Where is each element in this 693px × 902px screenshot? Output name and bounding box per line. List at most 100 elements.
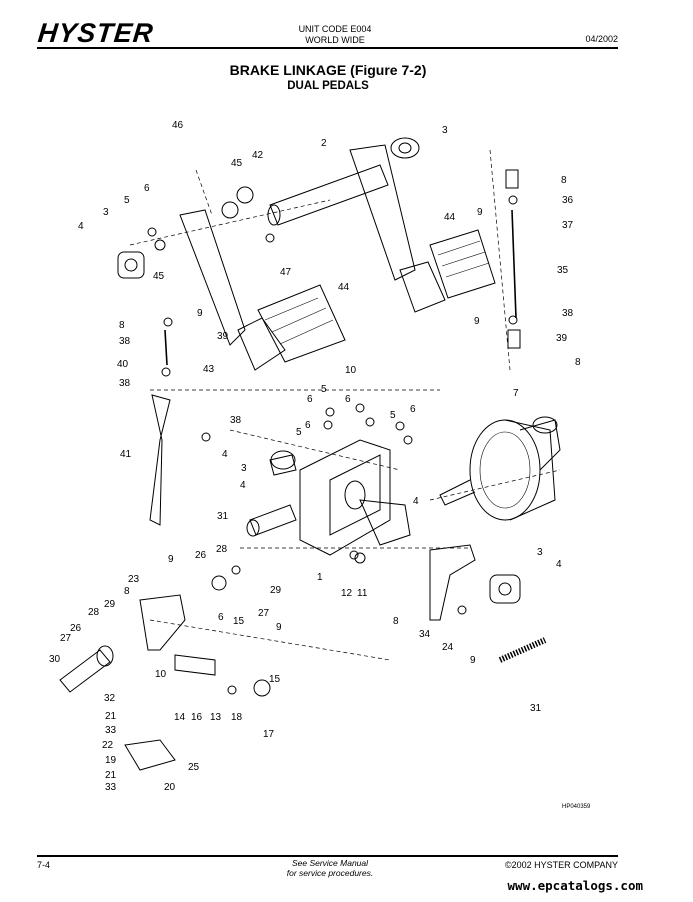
callout-label: 8 [119,320,125,331]
figure-reference: HP040359 [562,804,591,810]
callout-label: 15 [269,674,281,685]
callout-label: 32 [104,693,116,704]
callout-label: 28 [88,607,100,618]
header-unit-code: UNIT CODE E004 WORLD WIDE [270,24,400,46]
callout-label: 6 [144,183,150,194]
callout-label: 1 [317,572,323,583]
callout-label: 43 [203,364,215,375]
header-divider [37,47,618,49]
callout-label: 6 [218,612,224,623]
page-number: 7-4 [37,860,51,870]
callout-label: 14 [174,712,186,723]
plate-13 [174,654,216,676]
callout-label: 31 [217,511,229,522]
callout-label: 17 [263,729,275,740]
cross-shaft-2 [267,137,420,226]
callout-label: 29 [270,585,282,596]
rod-41 [149,394,171,526]
callout-label: 44 [444,212,456,223]
callout-label: 21 [105,770,117,781]
callout-label: 27 [258,608,270,619]
callout-label: 2 [321,138,327,149]
callout-label: 11 [357,588,368,599]
callout-label: 38 [119,336,131,347]
callout-label: 30 [49,654,61,665]
spring-31 [246,504,547,663]
callout-label: 10 [345,365,357,376]
callout-label: 6 [410,404,416,415]
callout-label: 4 [556,559,562,570]
left-pedal-43 [179,209,346,371]
callout-label: 23 [128,574,140,585]
callout-label: 15 [233,616,245,627]
callout-label: 22 [102,740,114,751]
callout-label: 5 [321,384,327,395]
watermark: www.epcatalogs.com [507,878,643,893]
unit-code: UNIT CODE E004 [298,24,372,34]
callout-label: 38 [562,308,574,319]
header-date: 04/2002 [585,34,618,44]
callout-label: 47 [280,267,292,278]
footer-copyright: ©2002 HYSTER COMPANY [505,860,618,870]
centerlines [129,149,561,661]
callout-label: 21 [105,711,117,722]
callout-label: 8 [124,586,130,597]
callout-label: 3 [537,547,543,558]
callout-label: 8 [561,175,567,186]
callout-label: 26 [70,623,82,634]
callout-label: 39 [556,333,568,344]
callout-label: 26 [195,550,207,561]
bracket-1 [299,439,411,556]
callout-label: 29 [104,599,116,610]
callout-label: 44 [338,282,350,293]
callout-label: 33 [105,725,117,736]
callout-label: 9 [470,655,476,666]
callout-label: 6 [345,394,351,405]
callout-label: 3 [241,463,247,474]
callout-label: 12 [341,588,353,599]
tube-30 [59,645,114,693]
callout-label: 38 [119,378,131,389]
callout-label: 18 [231,712,243,723]
page-title: BRAKE LINKAGE (Figure 7-2) [229,62,427,78]
callout-label: 10 [155,669,167,680]
hardware [117,186,521,697]
callout-label: 34 [419,629,431,640]
callout-label: 33 [105,782,117,793]
callout-label: 5 [296,427,302,438]
callout-label: 37 [562,220,574,231]
lever-23 [139,594,186,651]
callout-label: 16 [191,712,203,723]
footer-note: See Service Manual for service procedure… [250,858,410,878]
callout-label: 36 [562,195,574,206]
right-pedal-44 [349,144,496,313]
callout-label: 4 [78,221,84,232]
callout-label: 27 [60,633,72,644]
callout-label: 39 [217,331,229,342]
callout-label: 5 [390,410,396,421]
clevis-39 [507,329,521,349]
rod-35 [511,209,517,319]
callout-label: 45 [231,158,243,169]
callout-label: 38 [230,415,242,426]
footer-divider [37,855,618,857]
callout-label: 7 [513,388,519,399]
callout-label: 8 [393,616,399,627]
callout-label: 19 [105,755,117,766]
callout-label: 9 [477,207,483,218]
pin-40 [164,329,168,366]
callout-label: 9 [168,554,174,565]
callout-label: 9 [474,316,480,327]
callout-label: 9 [276,622,282,633]
callout-label: 46 [172,120,184,131]
callout-label: 4 [240,480,246,491]
callout-label: 42 [252,150,264,161]
callout-label: 41 [120,449,132,460]
callout-label: 35 [557,265,569,276]
callout-label: 24 [442,642,454,653]
callout-label: 40 [117,359,129,370]
booster-7 [439,416,561,521]
